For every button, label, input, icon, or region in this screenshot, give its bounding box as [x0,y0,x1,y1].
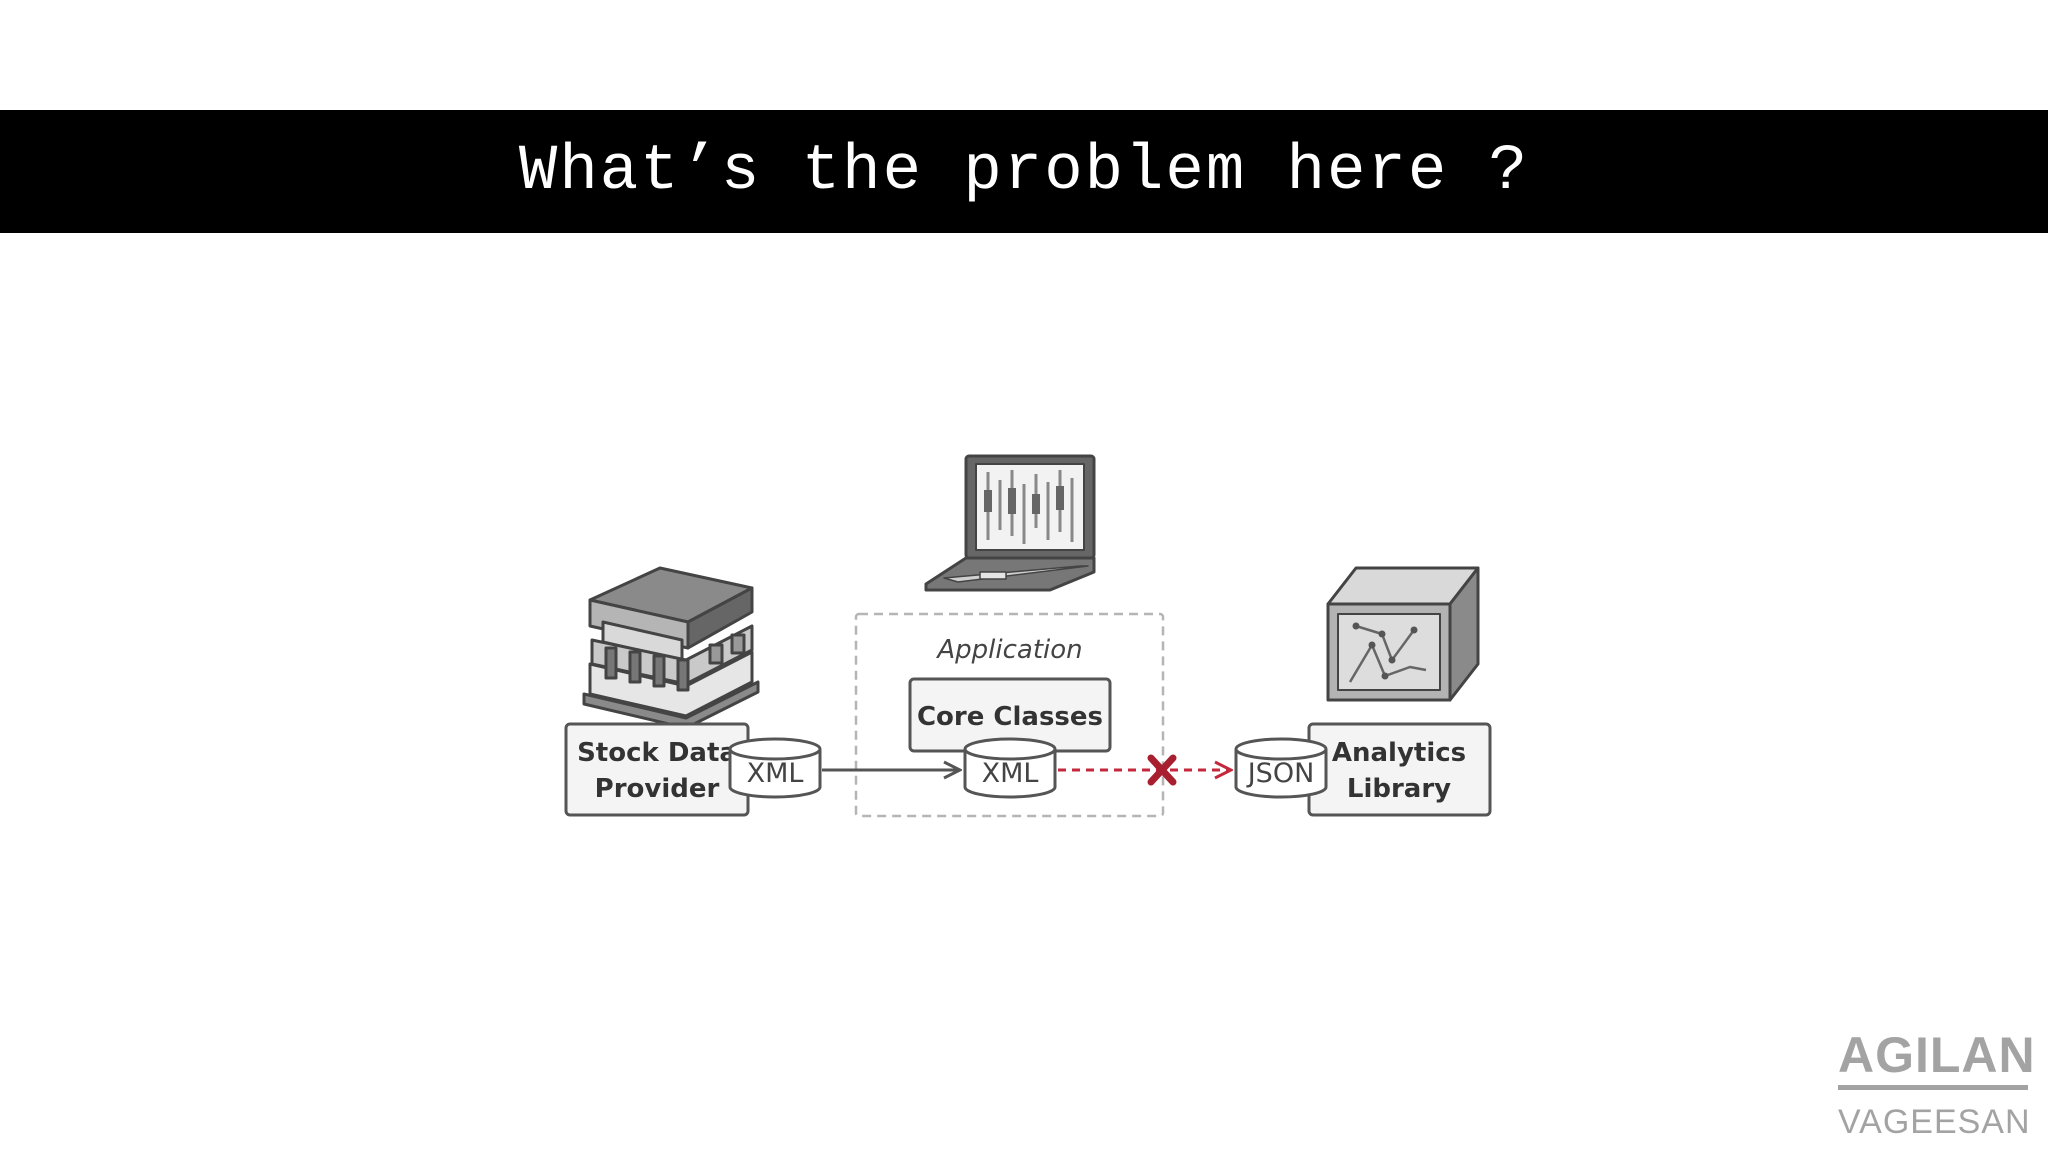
stock-provider-label-line2: Provider [595,774,720,804]
title-bar: What’s the problem here ? [0,110,2048,233]
laptop-chart-icon [924,454,1096,592]
author-watermark: AGILAN VAGEESAN [1838,1025,2035,1146]
app-xml-label: XML [982,758,1039,789]
bank-building-icon [582,566,760,730]
watermark-last-name: VAGEESAN [1838,1103,2031,1141]
analytics-json-label: JSON [1246,758,1315,789]
watermark-first-name: AGILAN [1838,1025,2035,1090]
application-label: Application [935,635,1082,665]
analytics-json-cylinder [1234,737,1328,799]
application-container [854,612,1165,818]
app-xml-cylinder [963,737,1057,799]
analytics-library-label-line2: Library [1347,774,1451,804]
analytics-box-icon [1326,566,1480,702]
stock-provider-label-line1: Stock Data [577,738,737,768]
analytics-library-label-line1: Analytics [1332,738,1466,768]
slide-title: What’s the problem here ? [518,135,1530,208]
provider-xml-cylinder [728,737,822,799]
blocked-x-icon [1147,754,1177,786]
provider-xml-label: XML [747,758,804,789]
core-classes-label: Core Classes [917,702,1103,732]
